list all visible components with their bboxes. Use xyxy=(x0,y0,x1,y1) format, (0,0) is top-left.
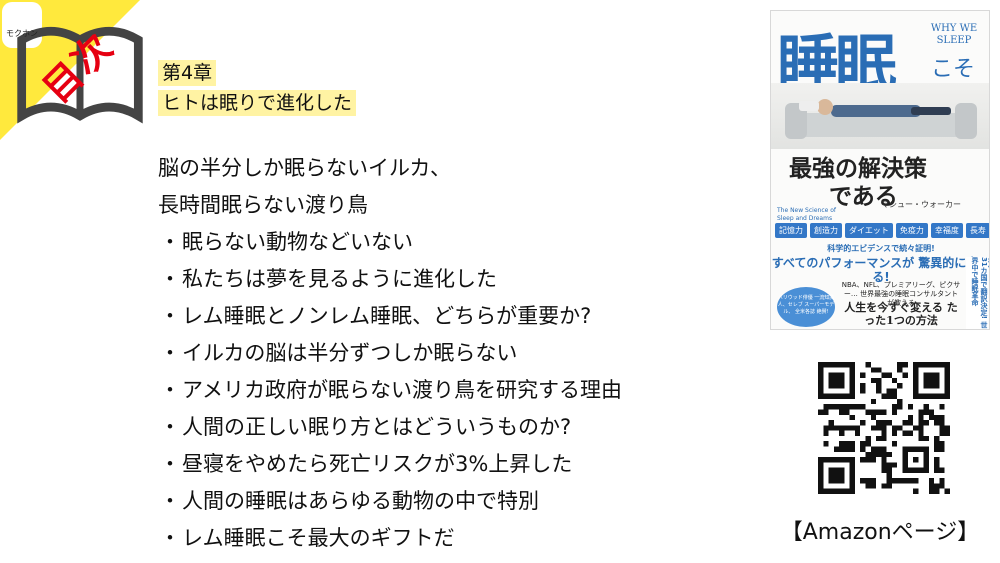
book-tags: 記憶力 創造力 ダイエット 免疫力 幸福度 長寿 xyxy=(775,223,989,238)
list-item-text: イルカの脳は半分ずつしか眠らない xyxy=(182,341,518,365)
book-subtitle-1: 最強の解決策 xyxy=(789,155,927,182)
list-item: ・アメリカ政府が眠らない渡り鳥を研究する理由 xyxy=(158,372,758,409)
list-item: ・人間の睡眠はあらゆる動物の中で特別 xyxy=(158,483,758,520)
list-item-text: レム睡眠こそ最大のギフトだ xyxy=(182,526,455,550)
chapter-title: ヒトは眠りで進化した xyxy=(158,90,357,116)
book-vertical-band: 31カ国で翻訳決定! 世界中で睡眠革命 xyxy=(966,257,988,329)
logo-text: モクホン xyxy=(6,29,38,38)
intro-line: 脳の半分しか眠らないイルカ、 xyxy=(158,156,451,180)
book-tag: 創造力 xyxy=(810,223,842,238)
chapter-number: 第4章 xyxy=(158,60,217,86)
book-blurb: NBA、NFL、プレミアリーグ、ピクサー… 世界最強の睡眠コンサルタントが教える xyxy=(841,281,961,307)
bullet-mark: ・ xyxy=(159,304,181,328)
chapter-contents: 脳の半分しか眠らないイルカ、 長時間眠らない渡り鳥 ・眠らない動物などいない ・… xyxy=(158,150,758,557)
list-item-text: 眠らない動物などいない xyxy=(182,230,413,254)
list-item-text: レム睡眠とノンレム睡眠、どちらが重要か? xyxy=(182,304,592,328)
list-item-text: 昼寝をやめたら死亡リスクが3%上昇した xyxy=(182,452,573,476)
list-item-text: アメリカ政府が眠らない渡り鳥を研究する理由 xyxy=(182,378,622,402)
list-item: ・レム睡眠こそ最大のギフトだ xyxy=(158,520,758,557)
list-item: ・レム睡眠とノンレム睡眠、どちらが重要か? xyxy=(158,298,758,335)
book-subtitle-2: である xyxy=(829,183,898,210)
book-praise-badge: ハリウッド俳優 一流知識人、セレブ スーパーモデル、 全米各誌 絶賛! xyxy=(777,287,835,327)
book-tagline: 科学的エビデンスで続々証明! xyxy=(827,244,935,253)
book-tag: 幸福度 xyxy=(930,223,963,238)
list-item-text: 私たちは夢を見るように進化した xyxy=(182,267,497,291)
book-subtitle-en: The New Science of Sleep and Dreams xyxy=(777,207,837,222)
bullet-mark: ・ xyxy=(159,230,181,254)
book-title-en: WHY WE SLEEP xyxy=(930,23,978,46)
book-tag: 長寿 xyxy=(965,223,989,238)
sleeping-man-illustration xyxy=(785,99,977,139)
list-item-text: 人間の睡眠はあらゆる動物の中で特別 xyxy=(182,489,539,513)
bullet-mark: ・ xyxy=(159,341,181,365)
book-title-suffix: こそ xyxy=(931,57,976,82)
cover-photo xyxy=(771,83,989,149)
list-item: ・人間の正しい眠り方とはどういうものか? xyxy=(158,409,758,446)
bullet-mark: ・ xyxy=(159,415,181,439)
list-item: ・昼寝をやめたら死亡リスクが3%上昇した xyxy=(158,446,758,483)
amazon-page-link[interactable]: 【Amazonページ】 xyxy=(780,520,980,545)
book-slogan: 人生を今すぐ変える たった1つの方法 xyxy=(844,301,958,327)
bullet-mark: ・ xyxy=(159,526,181,550)
bullet-mark: ・ xyxy=(159,489,181,513)
amazon-qr-code[interactable] xyxy=(818,362,950,494)
book-author: マシュー・ウォーカー xyxy=(881,200,961,209)
list-item: ・イルカの脳は半分ずつしか眠らない xyxy=(158,335,758,372)
book-cover[interactable]: 睡眠 WHY WE SLEEP こそ 最強の解決策 である The New Sc… xyxy=(770,10,990,330)
bullet-mark: ・ xyxy=(159,452,181,476)
bullet-mark: ・ xyxy=(159,267,181,291)
list-item: ・私たちは夢を見るように進化した xyxy=(158,261,758,298)
book-headline: すべてのパフォーマンスが 驚異的に高まる! xyxy=(771,256,990,284)
book-tag: 記憶力 xyxy=(775,223,807,238)
qr-code-icon xyxy=(818,362,950,494)
topic-list: ・眠らない動物などいない ・私たちは夢を見るように進化した ・レム睡眠とノンレム… xyxy=(158,224,758,557)
mokuhon-logo[interactable]: モクホン xyxy=(2,2,143,124)
intro-line: 長時間眠らない渡り鳥 xyxy=(158,193,368,217)
bullet-mark: ・ xyxy=(159,378,181,402)
book-tag: 免疫力 xyxy=(895,223,928,238)
list-item: ・眠らない動物などいない xyxy=(158,224,758,261)
book-icon xyxy=(17,26,143,124)
list-item-text: 人間の正しい眠り方とはどういうものか? xyxy=(182,415,572,439)
corner-banner: モクホン 目次 xyxy=(0,0,143,140)
book-tag: ダイエット xyxy=(845,223,893,238)
